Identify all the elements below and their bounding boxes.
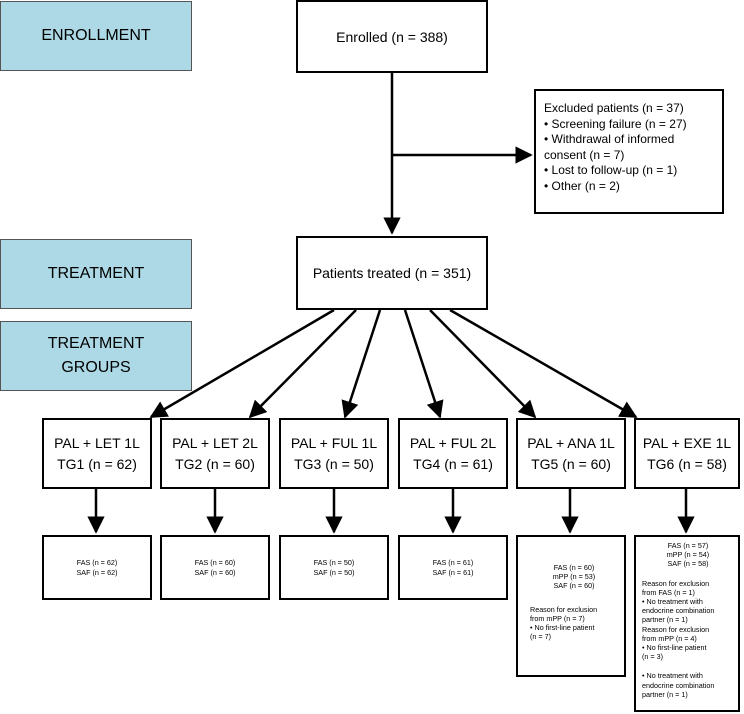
exclusion-reason: • No first-line patient (642, 643, 707, 653)
exclusion-reason: • No treatment with (642, 597, 703, 607)
population-box-tg1: FAS (n = 62) SAF (n = 62) (42, 535, 152, 600)
population-saf: SAF (n = 60) (553, 581, 595, 591)
population-mpp: mPP (n = 53) (552, 572, 596, 582)
group-label: TG3 (n = 50) (294, 455, 374, 472)
group-name: PAL + FUL 1L (290, 434, 378, 451)
enrolled-box: Enrolled (n = 388) (296, 0, 488, 73)
exclusion-reason: Reason for exclusion (642, 624, 710, 634)
population-box-tg5: FAS (n = 60) mPP (n = 53) SAF (n = 60) R… (516, 535, 626, 677)
group-label: TG5 (n = 60) (531, 455, 611, 472)
excluded-item: consent (n = 7) (544, 147, 625, 162)
population-box-tg3: FAS (n = 50) SAF (n = 50) (279, 535, 389, 600)
treated-box: Patients treated (n = 351) (296, 236, 488, 310)
stage-treatment: TREATMENT (0, 239, 192, 309)
arrow-to-tg5 (429, 309, 537, 419)
group-box-tg6: PAL + EXE 1L TG6 (n = 58) (634, 418, 740, 489)
arrow-to-tg6 (449, 308, 638, 419)
exclusion-reason: Reason for exclusion (642, 578, 710, 588)
group-box-tg1: PAL + LET 1L TG1 (n = 62) (42, 418, 152, 489)
population-box-tg2: FAS (n = 60) SAF (n = 60) (160, 535, 270, 600)
group-name: PAL + EXE 1L (642, 434, 732, 451)
excluded-item: • Lost to follow-up (n = 1) (544, 163, 678, 177)
exclusion-reason: partner (n = 1) (642, 615, 688, 625)
population-fas: FAS (n = 60) (194, 558, 236, 568)
population-box-tg6: FAS (n = 57) mPP (n = 54) SAF (n = 58) R… (634, 535, 740, 712)
population-saf: SAF (n = 62) (76, 567, 118, 577)
group-name: PAL + FUL 2L (409, 434, 497, 451)
arrow-to-tg2 (248, 309, 357, 419)
enrolled-label: Enrolled (n = 388) (336, 28, 448, 45)
stage-treatment-groups-line2: GROUPS (61, 359, 131, 376)
treated-label: Patients treated (n = 351) (312, 265, 472, 281)
group-box-tg3: PAL + FUL 1L TG3 (n = 50) (279, 418, 389, 489)
group-box-tg4: PAL + FUL 2L TG4 (n = 61) (398, 418, 508, 489)
arrow-to-tg3 (341, 309, 382, 419)
arrow-to-tg1 (149, 308, 335, 419)
group-box-tg5: PAL + ANA 1L TG5 (n = 60) (516, 418, 626, 489)
stage-enrollment: ENROLLMENT (0, 1, 192, 71)
exclusion-reason: (n = 3) (642, 652, 663, 662)
exclusion-reason: endocrine combination (642, 606, 715, 616)
excluded-item: • Other (n = 2) (544, 178, 620, 193)
excluded-title: Excluded patients (n = 37) (544, 101, 684, 115)
group-box-tg2: PAL + LET 2L TG2 (n = 60) (160, 418, 270, 489)
population-fas: FAS (n = 60) (553, 563, 595, 572)
stage-treatment-groups-line1: TREATMENT (47, 335, 145, 352)
population-saf: SAF (n = 58) (667, 559, 709, 569)
stage-enrollment-label: ENROLLMENT (41, 27, 151, 44)
population-box-tg4: FAS (n = 61) SAF (n = 61) (398, 535, 508, 600)
exclusion-reason: endocrine combination (642, 680, 715, 690)
group-label: TG1 (n = 62) (57, 455, 137, 472)
excluded-box: Excluded patients (n = 37) • Screening f… (534, 89, 724, 214)
group-label: TG2 (n = 60) (175, 455, 255, 472)
population-fas: FAS (n = 50) (313, 558, 355, 568)
population-mpp: mPP (n = 54) (666, 550, 710, 560)
exclusion-reason: • No treatment with (642, 671, 703, 681)
exclusion-reason: from FAS (n = 1) (642, 587, 695, 597)
exclusion-reason: • No first-line patient (530, 623, 595, 633)
arrow-to-tg4 (403, 309, 444, 419)
exclusion-reason: Reason for exclusion (530, 604, 598, 614)
population-fas: FAS (n = 62) (76, 558, 118, 568)
group-name: PAL + LET 1L (54, 434, 140, 451)
population-saf: SAF (n = 60) (194, 567, 236, 577)
group-label: TG6 (n = 58) (647, 455, 727, 472)
stage-treatment-label: TREATMENT (47, 265, 145, 282)
population-fas: FAS (n = 57) (667, 541, 709, 550)
excluded-item: • Withdrawal of informed (544, 132, 675, 146)
exclusion-reason: (n = 7) (530, 632, 551, 642)
stage-treatment-groups: TREATMENT GROUPS (0, 321, 192, 391)
population-saf: SAF (n = 50) (313, 567, 355, 577)
exclusion-reason: partner (n = 1) (642, 689, 688, 699)
population-saf: SAF (n = 61) (432, 567, 474, 577)
group-label: TG4 (n = 61) (413, 455, 493, 472)
exclusion-reason: from mPP (n = 7) (530, 613, 585, 623)
group-name: PAL + ANA 1L (527, 434, 615, 451)
population-fas: FAS (n = 61) (432, 558, 474, 568)
exclusion-reason: from mPP (n = 4) (642, 633, 697, 643)
excluded-item: • Screening failure (n = 27) (544, 116, 687, 131)
group-name: PAL + LET 2L (172, 434, 258, 451)
